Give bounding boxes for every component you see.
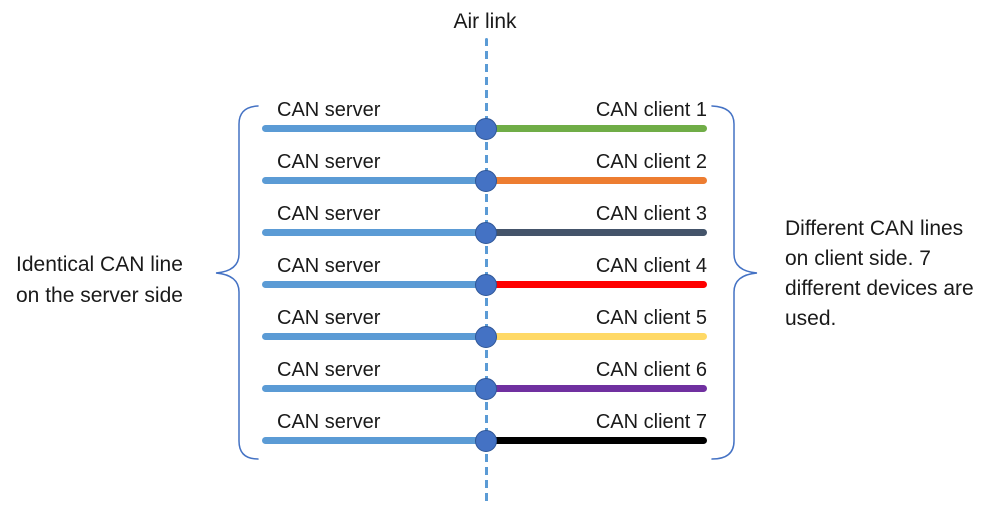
server-label: CAN server <box>277 307 381 329</box>
client-line <box>487 333 707 340</box>
junction-dot <box>475 222 497 244</box>
client-label: CAN client 3 <box>595 203 707 225</box>
server-label: CAN server <box>277 411 381 433</box>
server-label: CAN server <box>277 359 381 381</box>
client-line <box>487 281 707 288</box>
client-label: CAN client 1 <box>595 99 707 121</box>
server-line <box>262 385 485 392</box>
server-line <box>262 125 485 132</box>
can-link-row-6: CAN server CAN client 6 <box>0 356 999 400</box>
junction-dot <box>475 274 497 296</box>
can-link-row-4: CAN server CAN client 4 <box>0 252 999 296</box>
client-label: CAN client 4 <box>595 255 707 277</box>
junction-dot <box>475 430 497 452</box>
can-link-row-1: CAN server CAN client 1 <box>0 96 999 140</box>
server-line <box>262 281 485 288</box>
right-annotation: Different CAN lines on client side. 7 di… <box>785 217 974 330</box>
left-annotation: Identical CAN line on the server side <box>16 253 183 307</box>
client-label: CAN client 6 <box>595 359 707 381</box>
server-label: CAN server <box>277 99 381 121</box>
server-line <box>262 437 485 444</box>
can-link-row-5: CAN server CAN client 5 <box>0 304 999 348</box>
client-line <box>487 385 707 392</box>
junction-dot <box>475 170 497 192</box>
client-line <box>487 125 707 132</box>
junction-dot <box>475 378 497 400</box>
air-link-dashed-line <box>485 38 488 505</box>
air-link-title: Air link <box>453 10 517 33</box>
server-label: CAN server <box>277 255 381 277</box>
client-label: CAN client 2 <box>595 151 707 173</box>
server-label: CAN server <box>277 203 381 225</box>
client-line <box>487 177 707 184</box>
junction-dot <box>475 326 497 348</box>
can-link-row-7: CAN server CAN client 7 <box>0 408 999 452</box>
server-label: CAN server <box>277 151 381 173</box>
can-link-row-3: CAN server CAN client 3 <box>0 200 999 244</box>
client-label: CAN client 5 <box>595 307 707 329</box>
client-label: CAN client 7 <box>595 411 707 433</box>
server-line <box>262 177 485 184</box>
client-line <box>487 229 707 236</box>
client-line <box>487 437 707 444</box>
server-line <box>262 229 485 236</box>
server-line <box>262 333 485 340</box>
can-link-row-2: CAN server CAN client 2 <box>0 148 999 192</box>
junction-dot <box>475 118 497 140</box>
